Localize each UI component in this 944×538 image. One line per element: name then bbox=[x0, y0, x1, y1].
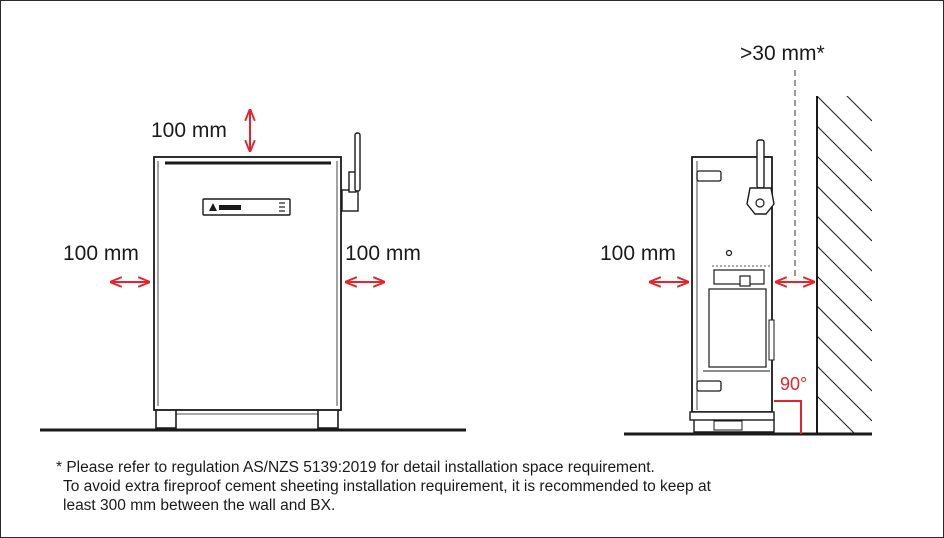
note-line-2: To avoid extra fireproof cement sheeting… bbox=[63, 478, 711, 495]
installation-note: * Please refer to regulation AS/NZS 5139… bbox=[56, 458, 896, 515]
angle-label: 90° bbox=[780, 374, 807, 394]
front-cabinet bbox=[153, 156, 342, 429]
side-cabinet bbox=[689, 139, 775, 433]
side-view: 100 mm >30 mm* 90° bbox=[600, 42, 872, 436]
right-angle-marker bbox=[774, 400, 802, 434]
front-view: 100 mm 100 mm 100 mm bbox=[40, 110, 466, 432]
wifi-antenna-icon bbox=[341, 132, 361, 212]
right-clearance-label: 100 mm bbox=[345, 242, 421, 265]
note-line-1: * Please refer to regulation AS/NZS 5139… bbox=[56, 459, 655, 476]
left-clearance-label: 100 mm bbox=[63, 242, 139, 265]
nameplate bbox=[202, 198, 291, 216]
top-clearance-label: 100 mm bbox=[151, 119, 227, 142]
delta-logo-icon bbox=[209, 203, 217, 211]
wall-clearance-label: >30 mm* bbox=[740, 42, 825, 65]
wall bbox=[816, 96, 872, 434]
note-line-3: least 300 mm between the wall and BX. bbox=[63, 497, 336, 514]
side-left-clearance-label: 100 mm bbox=[600, 242, 676, 265]
